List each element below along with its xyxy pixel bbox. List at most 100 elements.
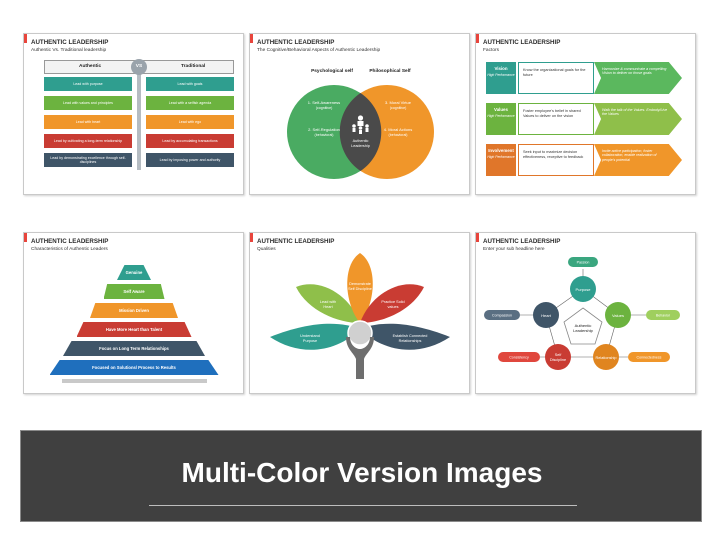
slide-subtitle: Factors <box>483 48 499 53</box>
pill-behavior-label: Behavior <box>656 314 671 318</box>
slide-thumbnail-6[interactable]: AUTHENTIC LEADERSHIP Enter your sub head… <box>475 232 696 394</box>
pyramid-tier: Focus on Long Term Relationships <box>63 341 205 356</box>
moral-virtue: 3. Moral Virtue <box>385 100 412 105</box>
slide-title: AUTHENTIC LEADERSHIP <box>257 238 335 245</box>
factor-tab-label: Values <box>494 107 508 112</box>
moral-actions-note: (behavioral) <box>389 133 408 137</box>
pill-compassion <box>484 310 520 320</box>
node-self-discipline <box>545 344 571 370</box>
factor-tab-sub: High Performance <box>487 114 515 118</box>
factor-tab-label: Involvement <box>488 148 514 153</box>
slide-title: AUTHENTIC LEADERSHIP <box>483 238 561 245</box>
pill-passion <box>568 257 598 267</box>
label-psychological: Psychological self <box>311 68 353 74</box>
authentic-row: Lead with purpose <box>44 77 132 91</box>
factor-arrow: Invite active participation, foster coll… <box>594 144 682 176</box>
self-awareness-note: (cognitive) <box>316 106 333 110</box>
traditional-row: Lead with a selfish agenda <box>146 96 234 110</box>
slide-thumbnail-5[interactable]: AUTHENTIC LEADERSHIP Qualities Lead with… <box>249 232 470 394</box>
pill-passion-label: Passion <box>577 261 590 265</box>
title-accent <box>250 34 253 43</box>
network-diagram: Authentic Leadership Purpose Values Rela… <box>484 257 680 370</box>
petal-purpose-label-1: Understand <box>300 334 320 338</box>
pill-behavior <box>646 310 680 320</box>
node-values-label: Values <box>612 313 624 318</box>
petal-discipline-label-2: Self Discipline <box>348 287 372 291</box>
factor-tab-label: Vision <box>494 66 508 71</box>
center-label-2: Leadership <box>573 328 594 333</box>
petal-heart <box>296 284 360 323</box>
vs-badge: VS <box>131 59 147 75</box>
node-relationship <box>593 344 619 370</box>
self-regulation-note: (behavioral) <box>315 133 334 137</box>
traditional-row: Lead with ego <box>146 115 234 129</box>
factor-arrow: Walk the talk of the Values. Embody/Live… <box>594 103 682 135</box>
slide-title: AUTHENTIC LEADERSHIP <box>483 39 561 46</box>
petal-heart-label-2: Heart <box>323 305 333 309</box>
petal-discipline-label-1: Demonstrate <box>349 282 371 286</box>
node-self-discipline-label-2: Discipline <box>550 358 566 362</box>
slide-subtitle: Authentic Vs. Traditional leadership <box>31 48 107 53</box>
petal-relationships <box>360 323 450 350</box>
factor-description: Know the organizational goals for the fu… <box>518 62 594 94</box>
self-awareness: 1. Self-Awareness <box>308 100 340 105</box>
authentic-row: Lead by cultivating a long-term relation… <box>44 134 132 148</box>
petal-purpose-label-2: Purpose <box>303 339 317 343</box>
divider-column <box>137 74 141 170</box>
slide-subtitle: Qualities <box>257 247 276 252</box>
petal-relationships-label-2: Relationships <box>399 339 422 343</box>
flower-diagram: Lead with Heart Demonstrate Self Discipl… <box>270 253 450 379</box>
self-regulation: 2. Self-Regulation <box>308 127 340 132</box>
center-label-2: Leadership <box>351 144 370 148</box>
slide-subtitle: Enter your sub headline here <box>483 247 545 252</box>
moral-virtue-note: (cognitive) <box>390 106 407 110</box>
pyramid-tier: Mission Driven <box>90 303 178 318</box>
slide-thumbnail-1[interactable]: AUTHENTIC LEADERSHIP Authentic Vs. Tradi… <box>23 33 244 195</box>
node-values <box>605 302 631 328</box>
slide-thumbnail-4[interactable]: AUTHENTIC LEADERSHIP Characteristics of … <box>23 232 244 394</box>
pyramid-tier: Have More Heart than Talent <box>76 322 192 337</box>
petal-values <box>360 284 424 323</box>
footer-banner: Multi-Color Version Images <box>20 430 702 522</box>
hands-stem-icon <box>346 320 374 379</box>
traditional-row: Lead by accumulating transactions <box>146 134 234 148</box>
leader-icon <box>352 115 369 134</box>
title-accent <box>476 233 479 242</box>
pyramid-base <box>62 379 207 383</box>
factor-tab-sub: High Performance <box>487 73 515 77</box>
authentic-row: Lead with values and principles <box>44 96 132 110</box>
title-accent <box>476 34 479 43</box>
venn-diagram: Psychological self Philosophical Self Au… <box>287 68 434 179</box>
authentic-row: Lead with heart <box>44 115 132 129</box>
authentic-row: Lead by demonstrating excellence through… <box>44 153 132 167</box>
node-purpose <box>570 276 596 302</box>
pyramid-tier: Genuine <box>117 265 151 280</box>
factor-description: Seek input to maximize decision effectiv… <box>518 144 594 176</box>
center-label-1: Authentic <box>353 139 369 143</box>
node-relationship-label: Relationship <box>596 356 617 360</box>
slide-title: AUTHENTIC LEADERSHIP <box>257 39 335 46</box>
header-authentic: Authentic <box>79 64 102 69</box>
pill-consistency-label: Consistency <box>509 356 529 360</box>
node-purpose-label: Purpose <box>576 287 592 292</box>
node-heart-label: Heart <box>541 313 552 318</box>
moral-actions: 4. Moral Actions <box>384 127 412 132</box>
traditional-row: Lead by imposing power and authority <box>146 153 234 167</box>
slide-thumbnail-2[interactable]: AUTHENTIC LEADERSHIP The Cognitive/Behav… <box>249 33 470 195</box>
pill-connectedness-label: Connectedness <box>637 356 662 360</box>
title-accent <box>24 233 27 242</box>
slide-title: AUTHENTIC LEADERSHIP <box>31 238 109 245</box>
slide-subtitle: Characteristics of Authentic Leaders <box>31 247 108 252</box>
pill-consistency <box>498 352 540 362</box>
factor-arrow: Harmonize & communicate a compelling Vis… <box>594 62 682 94</box>
header-traditional: Traditional <box>181 64 206 69</box>
slide-title: AUTHENTIC LEADERSHIP <box>31 39 109 46</box>
petal-heart-label-1: Lead with <box>320 300 336 304</box>
factor-description: Foster employee's belief in shared Value… <box>518 103 594 135</box>
footer-underline <box>149 505 577 506</box>
